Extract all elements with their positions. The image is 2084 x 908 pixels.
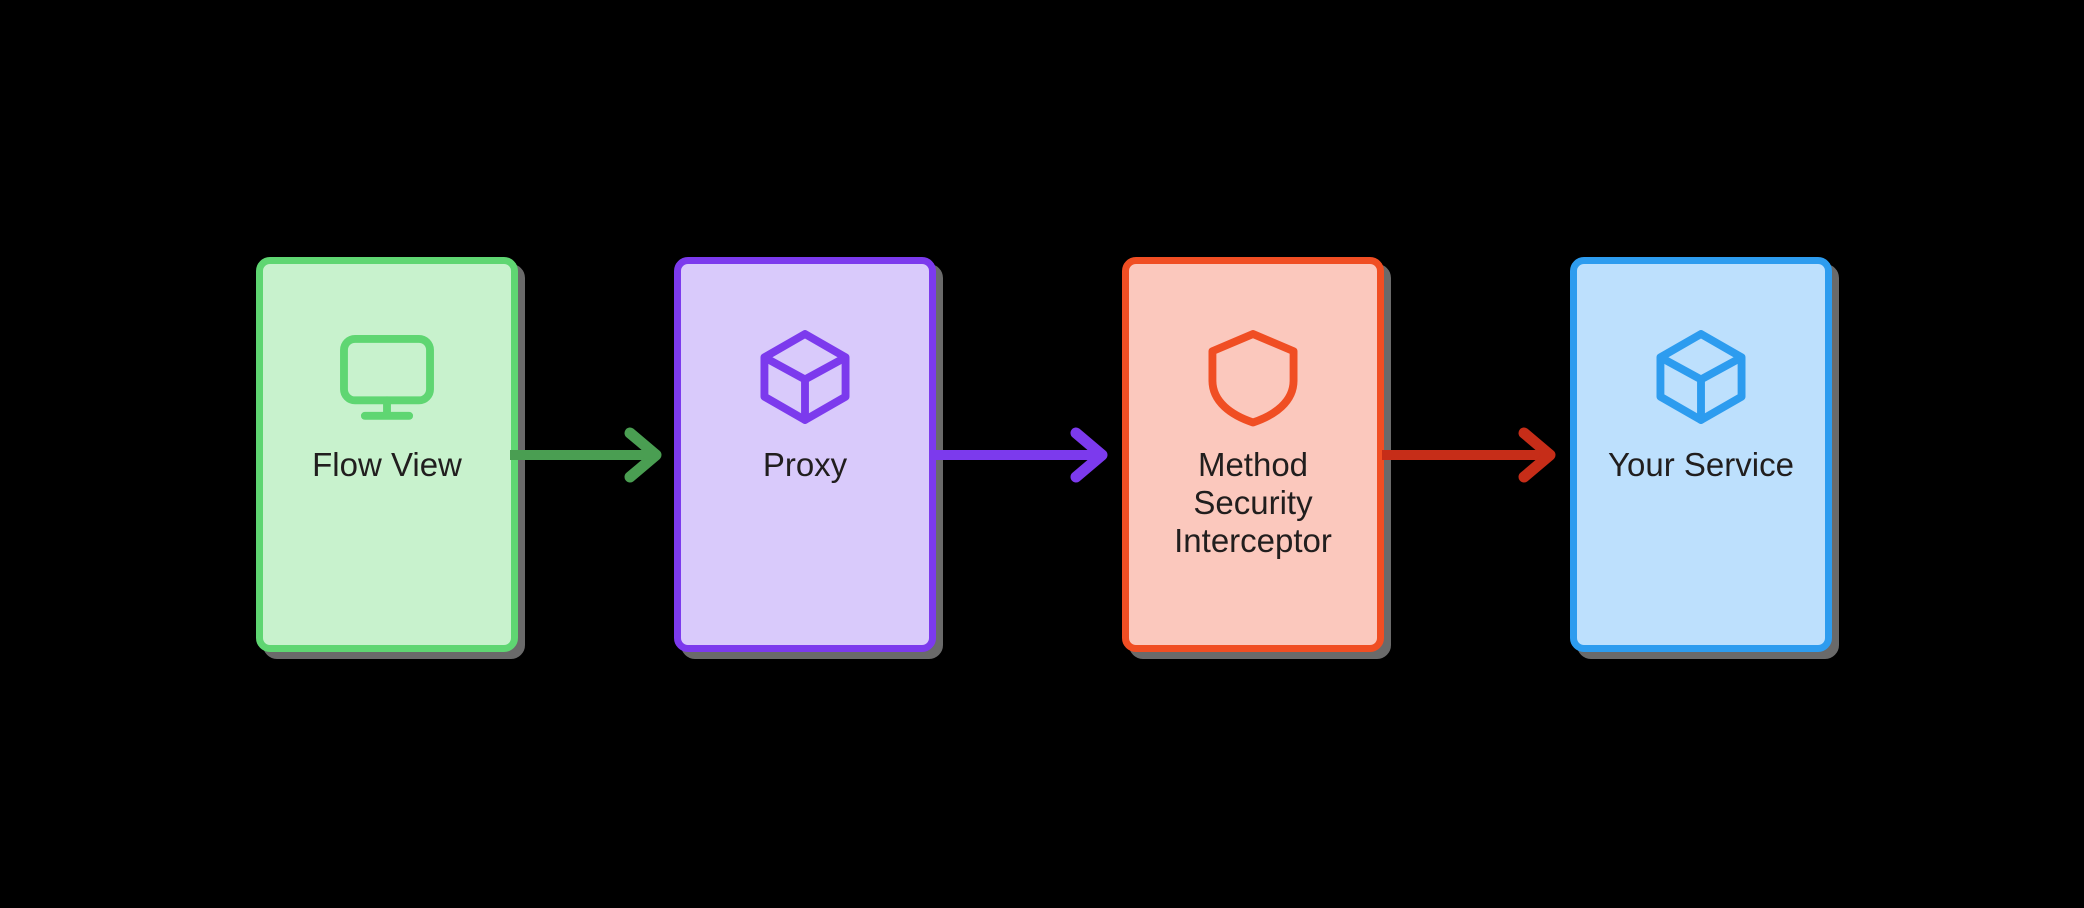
cube-icon [760, 330, 850, 424]
node-label-your-service: Your Service [1608, 446, 1794, 483]
node-label-method-security-interceptor: Method Security Interceptor [1174, 446, 1332, 559]
monitor-icon [340, 334, 434, 420]
edge-method-security-interceptor-to-your-service [1382, 427, 1556, 483]
node-label-proxy: Proxy [762, 446, 848, 483]
cube-icon [1656, 330, 1746, 424]
node-your-service[interactable]: Your Service [1570, 257, 1832, 652]
node-flow-view[interactable]: Flow View [256, 257, 518, 652]
node-label-flow-view: Flow View [312, 446, 462, 483]
edge-proxy-to-method-security-interceptor [936, 427, 1108, 483]
node-method-security-interceptor[interactable]: Method Security Interceptor [1122, 257, 1384, 652]
shield-icon [1208, 330, 1298, 427]
node-proxy[interactable]: Proxy [674, 257, 936, 652]
edge-flow-view-to-proxy [510, 427, 662, 483]
